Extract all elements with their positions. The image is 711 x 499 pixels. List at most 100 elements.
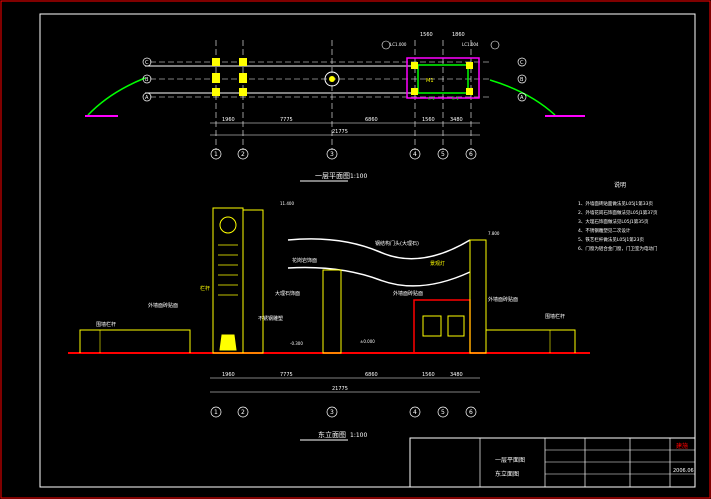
elev-col-2: 2 (241, 409, 245, 416)
elev-mark-zero: ±0.000 (360, 339, 375, 344)
plan-col-6: 6 (469, 151, 473, 158)
elev-col-6: 6 (469, 409, 473, 416)
title-block: 一层平面图 东立面图 建施 2006.06 (409, 437, 696, 488)
elev-tower-sculpture (219, 334, 237, 351)
plan-dim-3: 6860 (365, 117, 378, 123)
elev-label-ext-wall-left: 外墙面砖贴面 (148, 302, 178, 309)
elev-dim-4: 1560 (422, 372, 435, 378)
elev-col-bubble-3 (326, 406, 338, 418)
elev-mark-right: 7.800 (488, 231, 500, 236)
elev-label-ext-wall-right: 外墙面砖贴面 (488, 296, 518, 303)
elev-center-column (322, 269, 342, 354)
plan-dim-total: 21775 (332, 129, 348, 135)
elev-col-4: 4 (413, 409, 417, 416)
elev-col-bubble-6 (465, 406, 477, 418)
plan-column-1 (212, 73, 220, 83)
plan-scale: 1:100 (350, 173, 367, 180)
elev-dim-3: 6860 (365, 372, 378, 378)
plan-row-bubble-b-right (517, 74, 527, 84)
elev-gh-window-1 (422, 315, 442, 337)
elev-label-fence-left: 围墙栏杆 (96, 321, 116, 328)
elev-mark-low: -0.300 (290, 341, 303, 346)
notes-block: 说明 1、外墙面砖贴面做法见L05J1第33页 2、外墙花岗石饰面做法见L05J… (578, 181, 658, 252)
plan-index-circle-1 (381, 40, 391, 50)
plan-row-a-left: A (145, 95, 149, 101)
elev-label-lighting: 景观灯 (430, 260, 445, 267)
elev-label-marble: 大理石饰面 (275, 290, 300, 297)
elev-label-railing: 栏杆 (200, 285, 210, 292)
notes-item-1: 1、外墙面砖贴面做法见L05J1第33页 (578, 200, 654, 207)
plan-dim-5: 3480 (450, 117, 463, 123)
plan-dim-2: 7775 (280, 117, 293, 123)
plan-row-bubble-c-left (142, 57, 152, 67)
east-elevation: 围墙栏杆 外墙面砖贴面 栏杆 不锈钢雕塑 大理石饰面 花岗岩饰面 钢结构门头(大… (68, 201, 590, 441)
plan-curve-left (87, 77, 146, 116)
plan-dim-4: 1560 (422, 117, 435, 123)
elev-col-bubble-4 (409, 406, 421, 418)
plan-row-bubble-a-right (517, 92, 527, 102)
tb-date: 2006.06 (673, 468, 694, 474)
elev-col-1: 1 (214, 409, 218, 416)
elev-mark-top: 11.400 (280, 201, 294, 206)
gh-label-c1a: C-1 (428, 96, 435, 101)
plan-row-bubble-a-left (142, 92, 152, 102)
floor-plan: M1 C-1 C-1 1560 1860 LC1.000 LC1.004 C B… (85, 32, 585, 182)
elev-col-3: 3 (330, 409, 334, 416)
plan-col-bubble-3 (326, 148, 338, 160)
elev-right-pier (469, 239, 487, 354)
elev-tower-bands (218, 244, 238, 296)
elev-dim-1: 1960 (222, 372, 235, 378)
elev-col-bubbles: 1 2 3 4 5 6 (210, 406, 477, 418)
guardhouse-inner (417, 64, 469, 94)
elev-dim-5: 3480 (450, 372, 463, 378)
plan-col-2: 2 (241, 151, 245, 158)
elev-label-sign: 钢结构门头(大理石) (375, 240, 419, 247)
elev-dim-2: 7775 (280, 372, 293, 378)
plan-column-2c (239, 58, 247, 66)
elev-fence-right (485, 329, 576, 353)
notes-item-4: 4、不锈钢雕塑见二次设计 (578, 227, 631, 234)
elev-gh-window-2 (447, 315, 465, 337)
elev-title: 东立面图 (318, 430, 346, 439)
plan-col-1: 1 (214, 151, 218, 158)
plan-column-1b (212, 88, 220, 96)
elev-tower-clock (219, 216, 237, 234)
elev-label-fence-right: 围墙栏杆 (545, 313, 565, 320)
notes-title: 说明 (614, 181, 626, 189)
plan-col-4: 4 (413, 151, 417, 158)
elev-label-wall: 外墙面砖贴面 (393, 290, 423, 297)
notes-item-2: 2、外墙花岗石饰面做法见L05J1第37页 (578, 209, 658, 216)
title-block-frame (409, 437, 696, 488)
notes-item-3: 3、大理石饰面做法见L05J1第35页 (578, 218, 649, 225)
plan-col-bubble-1 (210, 148, 222, 160)
guardhouse-outline (406, 57, 480, 99)
elev-label-arch: 花岗岩饰面 (292, 257, 317, 264)
elev-col-bubble-1 (210, 406, 222, 418)
gh-col-3 (411, 88, 418, 95)
tb-stamp: 建施 (676, 442, 688, 450)
elev-scale: 1:100 (350, 432, 367, 439)
plan-col-bubble-4 (409, 148, 421, 160)
plan-column-2 (239, 73, 247, 83)
plan-round-column (324, 71, 340, 87)
plan-column-1c (212, 58, 220, 66)
plan-col-bubble-5 (437, 148, 449, 160)
notes-item-5: 5、铁艺栏杆做法见L05J1第23页 (578, 236, 645, 243)
tb-drawing-name-1: 一层平面图 (495, 457, 525, 464)
plan-round-column-core (329, 76, 335, 82)
plan-curve-right (489, 79, 556, 116)
elev-dim-total: 21775 (332, 386, 348, 392)
plan-row-c-left: C (145, 60, 149, 66)
gh-label-m1: M1 (426, 78, 434, 84)
plan-row-bubble-c-right (517, 57, 527, 67)
elev-col-bubble-2 (237, 406, 249, 418)
gh-label-c1b: C-1 (452, 96, 459, 101)
elev-tower (212, 207, 244, 354)
plan-top-label-2: LC1.004 (462, 42, 479, 47)
elev-guardhouse (413, 299, 471, 354)
plan-top-dim-1: 1560 (420, 32, 433, 38)
plan-row-b-right: B (520, 77, 524, 83)
plan-col-bubble-6 (465, 148, 477, 160)
